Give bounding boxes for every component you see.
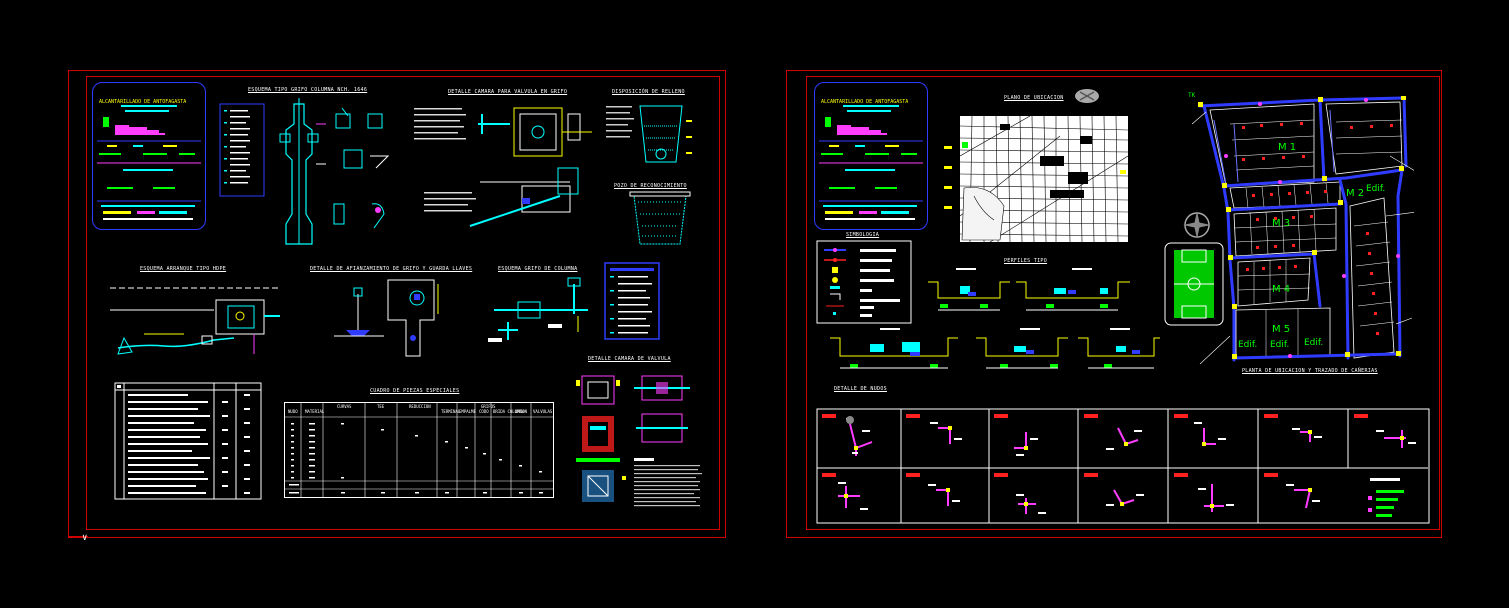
right-sheet-inner-frame — [806, 76, 1440, 530]
relleno-drawing — [606, 105, 692, 163]
camara-valvula-notes — [634, 458, 702, 507]
right-title-block-graphic — [819, 105, 923, 220]
pozo-drawing — [629, 191, 691, 245]
simbologia-title: SIMBOLOGIA — [846, 232, 880, 238]
grifo-columna-legend — [604, 262, 660, 340]
ucs-icon: ∨ — [82, 533, 88, 543]
grifo-columna-drawing — [488, 277, 588, 342]
camara-valvula-title: DETALLE CAMARA DE VALVULA — [588, 356, 671, 362]
cuadro-header-valvulas: VALVULAS — [533, 409, 553, 414]
ubicacion-title: PLANO DE UBICACION — [1004, 95, 1064, 101]
north-arrow-small-icon — [1075, 89, 1099, 103]
right-title-block-title: ALCANTARILLADO DE ANTOFAGASTA — [821, 99, 909, 105]
pozo-title: POZO DE RECONOCIMIENTO — [614, 183, 687, 189]
cuadro-header-brida: BRIDA COLUMNA — [493, 409, 525, 414]
left-sheet-outer-frame — [68, 70, 726, 538]
block-label-m5: M 5 — [1272, 324, 1291, 335]
cuadro-grid — [285, 403, 553, 497]
location-map — [960, 116, 1128, 242]
site-plan — [1191, 96, 1414, 364]
cuadro-header-tee: TEE — [377, 404, 385, 409]
camara-valvula-grifo-drawing — [414, 107, 592, 227]
grifo-columna-title: ESQUEMA GRIFO DE COLUMNA — [498, 266, 578, 272]
nudos-title: DETALLE DE NUDOS — [834, 386, 887, 392]
cuadro-header-codo: CODO — [479, 409, 489, 414]
cuadro-header-grifos: GRIFOS — [481, 404, 496, 409]
cuadro-header-material: MATERIAL — [305, 409, 325, 414]
cuadro-table: NUDO MATERIAL CURVAS TEE REDUCCION GRIFO… — [284, 402, 554, 498]
left-title-block-graphic — [97, 105, 201, 220]
block-label-m4: M 4 — [1272, 284, 1291, 295]
arranque-title: ESQUEMA ARRANQUE TIPO HDPE — [140, 266, 227, 272]
arranque-drawing — [110, 287, 280, 355]
cuadro-header-union: UNION — [515, 409, 528, 414]
block-label-edif-2: Edif. — [1238, 340, 1258, 350]
left-sheet-inner-frame — [86, 76, 720, 530]
perfiles-drawing — [830, 268, 1160, 369]
right-sheet-outer-frame — [786, 70, 1442, 538]
block-label-edif-3: Edif. — [1270, 340, 1290, 350]
afianzamiento-drawing — [334, 279, 439, 357]
perfiles-title: PERFILES TIPO — [1004, 258, 1048, 264]
cuadro-header-empalme: EMPALME — [459, 409, 476, 414]
left-title-block-title: ALCANTARILLADO DE ANTOFAGASTA — [99, 99, 187, 105]
cuadro-header-reduccion: REDUCCION — [409, 404, 431, 409]
left-sheet-base-line — [68, 536, 88, 537]
cuadro-title: CUADRO DE PIEZAS ESPECIALES — [370, 388, 460, 394]
cuadro-header-curvas: CURVAS — [337, 404, 352, 409]
grifo-title: ESQUEMA TIPO GRIFO COLUMNA NCH. 1646 — [248, 87, 368, 93]
cuadro-header-nudo: NUDO — [288, 409, 298, 414]
block-label-m3: M 3 — [1272, 218, 1291, 229]
relleno-title: DISPOSICIÓN DE RELLENO — [612, 89, 685, 95]
afianzamiento-title: DETALLE DE AFIANZAMIENTO DE GRIFO Y GUAR… — [310, 266, 473, 272]
nudos-grid — [816, 408, 1430, 524]
block-label-edif-4: Edif. — [1304, 338, 1324, 348]
north-label: TK — [1188, 92, 1196, 99]
block-label-edif-1: Edif. — [1366, 184, 1386, 194]
location-map-ticks-left — [944, 146, 954, 216]
right-title-block: ALCANTARILLADO DE ANTOFAGASTA — [814, 82, 928, 230]
compass-rose-icon — [1183, 211, 1211, 239]
left-title-block: ALCANTARILLADO DE ANTOFAGASTA — [92, 82, 206, 230]
plaza-detail — [1164, 242, 1224, 326]
simbologia-legend — [816, 240, 912, 324]
grifo-drawing — [219, 98, 390, 245]
camara-valvula-drawing — [576, 375, 690, 502]
materials-list-table — [114, 382, 262, 500]
cuadro-header-terminal: TERMINAL — [441, 409, 461, 414]
camara-valvula-grifo-title: DETALLE CAMARA PARA VALVULA EN GRIFO — [448, 89, 568, 95]
block-label-m1: M 1 — [1278, 142, 1297, 153]
planta-title: PLANTA DE UBICACION Y TRAZADO DE CAÑERIA… — [1242, 368, 1378, 374]
block-label-m2: M 2 — [1346, 188, 1365, 199]
